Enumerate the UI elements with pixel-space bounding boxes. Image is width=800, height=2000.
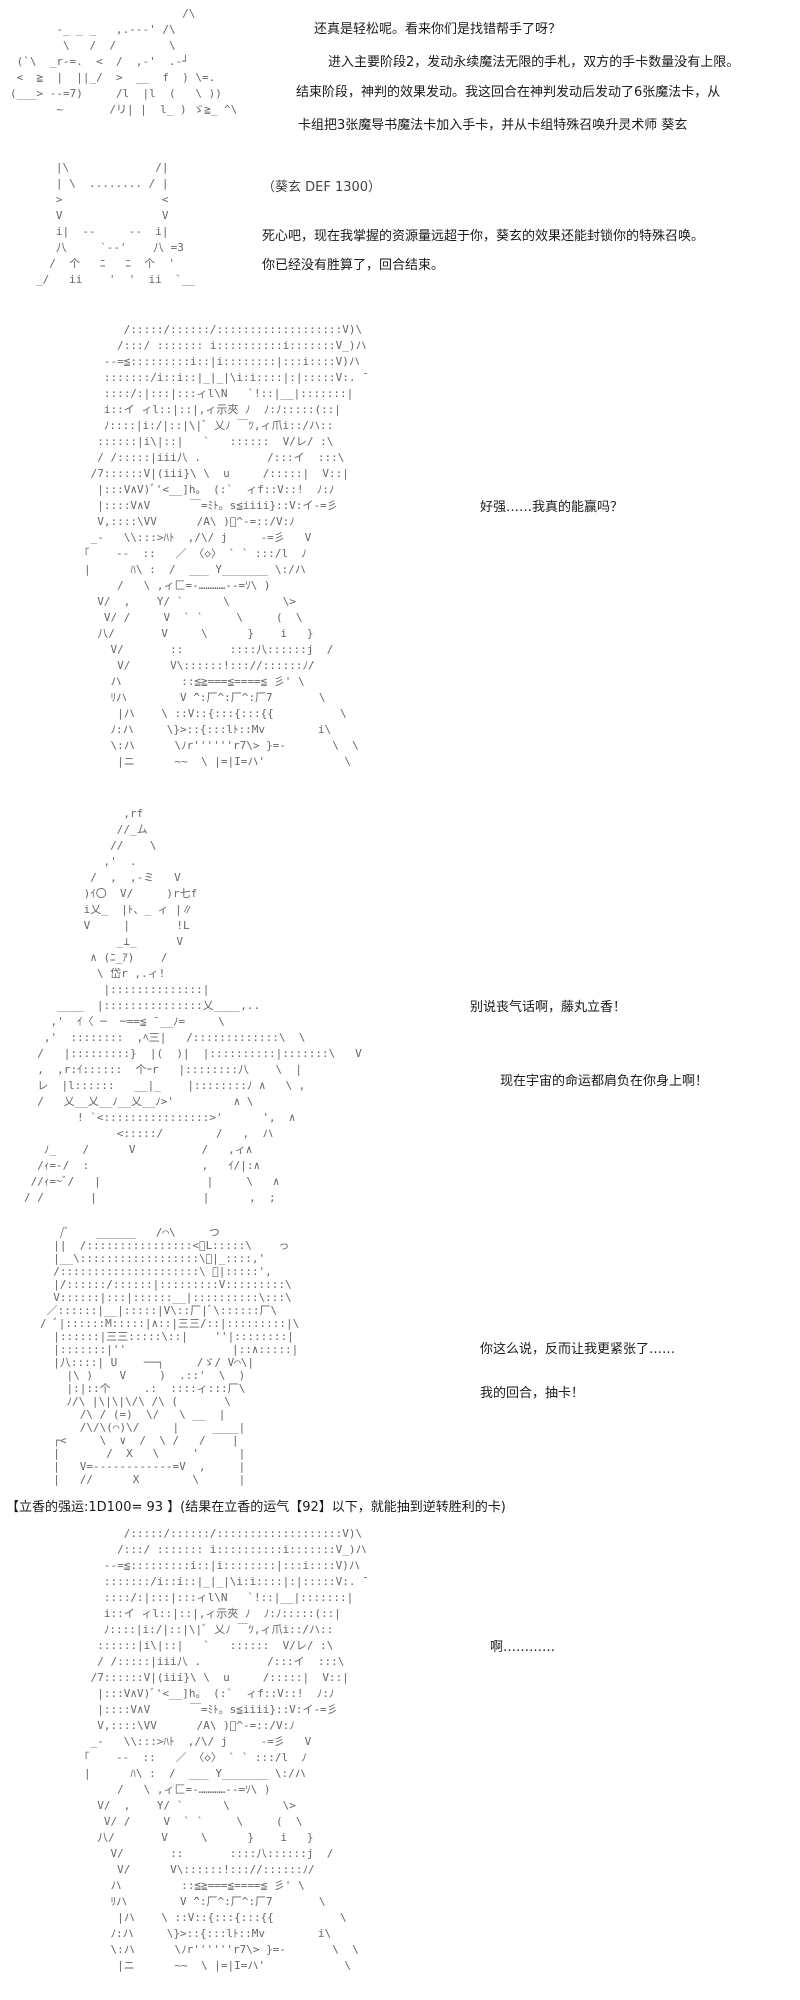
dialogue-line: 死心吧，现在我掌握的资源量远超于你，葵玄的效果还能封锁你的特殊召唤。	[262, 229, 705, 244]
ascii-art-ritsuka-repeat: /:::::/::::::/:::::::::::::::::::V)\ /::…	[84, 1527, 367, 1972]
dialogue-line: 结束阶段，神判的效果发动。我这回合在神判发动后发动了6张魔法卡，从	[296, 85, 721, 100]
dice-roll-result: 【立香的强运:1D100= 93 】(结果在立香的运气【92】以下，就能抽到逆转…	[6, 1500, 506, 1515]
ascii-art-character-1: /\ -_ _ _ ,.---' /\ \ / / \ (`\ _r-=. < …	[10, 7, 238, 116]
ascii-art-character-3: /ﾞ ______ /⌒\ つ || /::::::::::::::::<ﾞL:…	[40, 1226, 300, 1486]
dialogue-line: 你已经没有胜算了，回合结束。	[262, 258, 445, 273]
ascii-art-creature: |\ /| | \ ........ / | > < V V i| -- -- …	[36, 161, 195, 286]
monster-stat-label: （葵玄 DEF 1300）	[262, 180, 382, 195]
dialogue-line: 卡组把3张魔导书魔法卡加入手卡，并从卡组特殊召唤升灵术师 葵玄	[298, 118, 688, 133]
dialogue-line: 好强……我真的能赢吗？	[480, 500, 624, 515]
dialogue-line: 我的回合，抽卡！	[480, 1386, 585, 1401]
dialogue-line: 别说丧气话啊，藤丸立香！	[470, 1000, 627, 1015]
dialogue-line: 你这么说，反而让我更紧张了……	[480, 1342, 676, 1357]
ascii-art-ritsuka: /:::::/::::::/:::::::::::::::::::V)\ /::…	[84, 323, 367, 768]
dialogue-line: 还真是轻松呢。看来你们是找错帮手了呀？	[314, 22, 562, 37]
dialogue-line: 进入主要阶段2，发动永续魔法无限的手札，双方的手卡数量没有上限。	[328, 55, 740, 70]
dialogue-line: 现在宇宙的命运都肩负在你身上啊！	[500, 1074, 709, 1089]
ascii-art-ultraman: ,rf //_ム // \ ,' . / , ,-ミ V )ｲ〇 V/ )r七f…	[24, 807, 362, 1204]
dialogue-line: 啊…………	[490, 1640, 556, 1655]
